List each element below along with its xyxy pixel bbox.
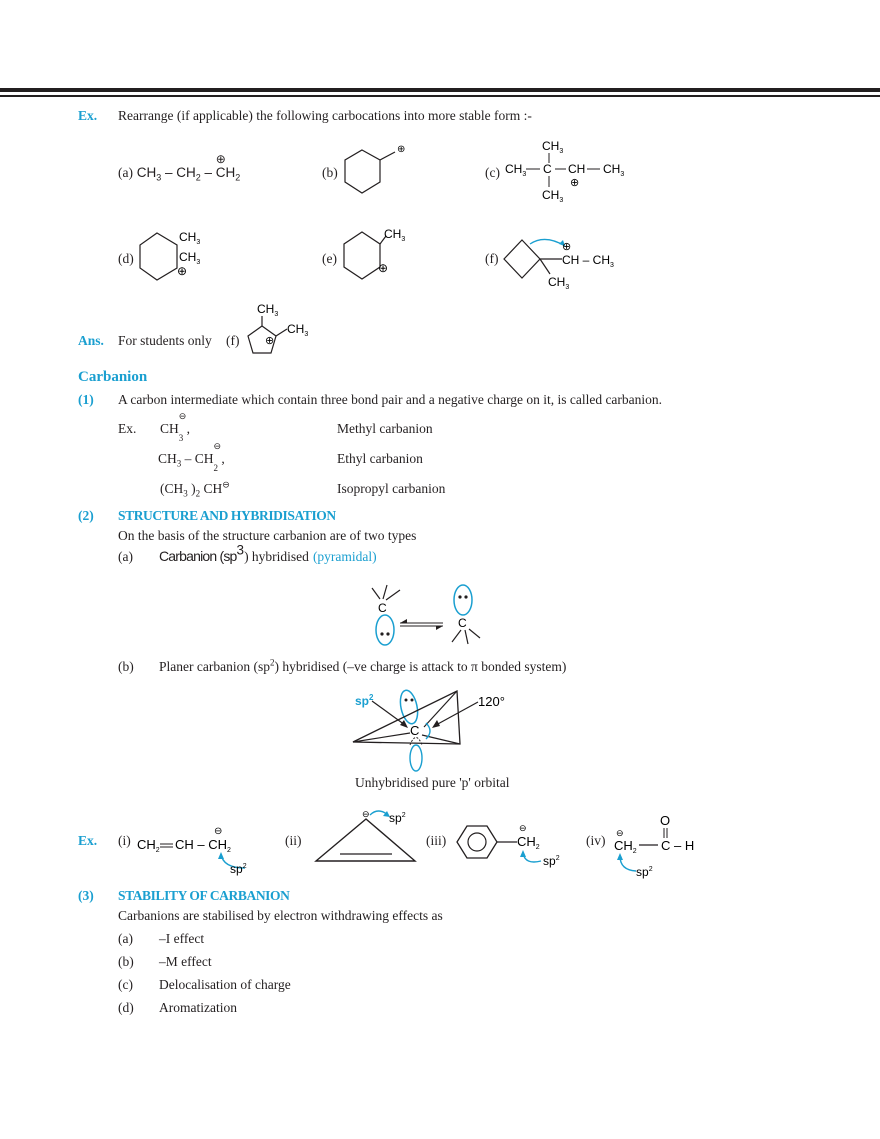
svg-text:sp2: sp2 bbox=[230, 862, 247, 876]
ethyl-formula: CH3 – CH⊖2 , bbox=[158, 441, 225, 473]
isopropyl-formula: (CH3 )2 CH⊖ bbox=[160, 479, 230, 499]
item-a: (a) CH3 – CH2 – CH2⊕ bbox=[118, 152, 241, 183]
svg-text:⊕: ⊕ bbox=[378, 261, 388, 275]
ex2-i-label: (i) bbox=[118, 833, 131, 848]
svg-text:CH3: CH3 bbox=[257, 302, 278, 318]
pyramidal-carbanion-diagram: C C bbox=[371, 584, 481, 646]
benzyl-anion-structure: CH2 ⊖ sp2 bbox=[456, 823, 560, 868]
point2-heading: STRUCTURE AND HYBRIDISATION bbox=[118, 508, 336, 523]
svg-text:⊕: ⊕ bbox=[562, 241, 571, 253]
answer-item-label: (f) bbox=[226, 333, 240, 348]
item-e-label: (e) bbox=[322, 251, 337, 266]
svg-text:CH2: CH2 bbox=[517, 834, 540, 851]
point3-a-text: –I effect bbox=[159, 931, 205, 946]
svg-text:CH3: CH3 bbox=[548, 275, 569, 291]
ex2-iii-label: (iii) bbox=[426, 833, 447, 848]
ex2-ii-label: (ii) bbox=[285, 833, 302, 848]
svg-text:CH – CH3: CH – CH3 bbox=[562, 253, 614, 269]
ex2-iv-label: (iv) bbox=[586, 833, 606, 848]
dimethylcyclopentyl-structure: CH3 CH3 ⊕ bbox=[247, 302, 308, 354]
methyl-name: Methyl carbanion bbox=[337, 421, 433, 436]
point3-b-label: (b) bbox=[118, 954, 134, 969]
point3-d-text: Aromatization bbox=[159, 1000, 237, 1015]
point1-text: A carbon intermediate which contain thre… bbox=[118, 392, 663, 407]
svg-text:CH – CH2: CH – CH2 bbox=[175, 837, 231, 854]
svg-text:C: C bbox=[378, 601, 387, 615]
isopropyl-name: Isopropyl carbanion bbox=[337, 481, 446, 496]
ethyl-name: Ethyl carbanion bbox=[337, 451, 423, 466]
ex-label: Ex. bbox=[78, 108, 98, 123]
svg-text:CH3: CH3 bbox=[179, 230, 200, 246]
point3-d-label: (d) bbox=[118, 1000, 134, 1015]
methyl-formula: CH⊖3 , bbox=[160, 411, 191, 443]
svg-text:⊖: ⊖ bbox=[214, 826, 222, 837]
point3-c-text: Delocalisation of charge bbox=[159, 977, 291, 992]
svg-text:CH3: CH3 bbox=[287, 322, 308, 338]
dimethylcyclohexyl-structure: CH3 CH3 ⊕ bbox=[139, 230, 200, 281]
svg-text:C: C bbox=[410, 723, 419, 738]
svg-text:sp2: sp2 bbox=[636, 865, 653, 879]
enolate-structure: O CH2 ⊖ C – H sp2 bbox=[614, 813, 694, 879]
item-c-label: (c) bbox=[485, 165, 500, 180]
point1-num: (1) bbox=[78, 392, 94, 407]
header-rule-thin bbox=[0, 95, 880, 97]
cyclobutyl-structure: ⊕ CH – CH3 CH3 bbox=[503, 238, 614, 291]
svg-text:⊕: ⊕ bbox=[570, 177, 579, 189]
svg-text:C – H: C – H bbox=[661, 838, 694, 853]
item-b-label: (b) bbox=[322, 165, 338, 180]
section-title-carbanion: Carbanion bbox=[78, 369, 148, 385]
svg-text:⊕: ⊕ bbox=[397, 144, 405, 155]
svg-text:sp2: sp2 bbox=[355, 693, 374, 708]
svg-text:CH2: CH2 bbox=[614, 838, 637, 855]
svg-text:⊖: ⊖ bbox=[362, 809, 370, 819]
p-orbital-caption: Unhybridised pure 'p' orbital bbox=[355, 775, 510, 790]
tert-butyl-structure: CH3 CH3 C CH CH3 ⊕ CH3 bbox=[505, 139, 624, 204]
svg-text:CH3: CH3 bbox=[603, 162, 624, 178]
point3-intro: Carbanions are stabilised by electron wi… bbox=[118, 908, 443, 923]
cyclohexane-structure: ⊕ bbox=[344, 144, 405, 194]
point3-heading: STABILITY OF CARBANION bbox=[118, 888, 290, 903]
svg-text:C: C bbox=[543, 162, 552, 176]
ex2-label: Ex. bbox=[78, 833, 98, 848]
cyclopropenyl-anion-structure: ⊖ sp2 bbox=[314, 809, 417, 862]
point2-a-text: Carbanion (sp3) hybridised (pyramidal) bbox=[159, 542, 377, 564]
svg-text:⊖: ⊖ bbox=[519, 823, 527, 833]
answer-label: Ans. bbox=[78, 333, 104, 348]
point2-a-label: (a) bbox=[118, 549, 133, 564]
svg-text:CH2: CH2 bbox=[137, 837, 160, 854]
point3-a-label: (a) bbox=[118, 931, 133, 946]
answer-text: For students only bbox=[118, 333, 212, 348]
planar-carbanion-diagram: sp2 C 120° bbox=[352, 689, 505, 772]
svg-text:C: C bbox=[458, 616, 467, 630]
svg-text:⊖: ⊖ bbox=[616, 828, 624, 838]
point2-num: (2) bbox=[78, 508, 94, 523]
ex-prompt: Rearrange (if applicable) the following … bbox=[118, 108, 532, 123]
item-f-label: (f) bbox=[485, 251, 499, 266]
point2-b-text: Planer carbanion (sp2) hybridised (–ve c… bbox=[159, 657, 567, 674]
point3-c-label: (c) bbox=[118, 977, 133, 992]
point3-num: (3) bbox=[78, 888, 94, 903]
allyl-anion-structure: CH2 CH – CH2 ⊖ sp2 bbox=[137, 826, 247, 876]
point2-b-label: (b) bbox=[118, 659, 134, 674]
svg-text:O: O bbox=[660, 813, 670, 828]
header-rule-thick bbox=[0, 88, 880, 92]
svg-text:CH3: CH3 bbox=[542, 139, 563, 155]
svg-text:⊕: ⊕ bbox=[265, 335, 274, 347]
svg-text:CH3: CH3 bbox=[179, 250, 200, 266]
svg-text:CH3: CH3 bbox=[384, 227, 405, 243]
svg-text:CH: CH bbox=[568, 162, 585, 176]
svg-text:120°: 120° bbox=[478, 694, 505, 709]
point2-intro: On the basis of the structure carbanion … bbox=[118, 528, 417, 543]
methylcyclohexyl-structure: CH3 ⊕ bbox=[343, 227, 405, 280]
svg-text:sp2: sp2 bbox=[543, 854, 560, 868]
svg-text:CH3: CH3 bbox=[542, 188, 563, 204]
svg-text:sp2: sp2 bbox=[389, 811, 406, 825]
point1-ex-label: Ex. bbox=[118, 421, 137, 436]
item-d-label: (d) bbox=[118, 251, 134, 266]
svg-text:⊕: ⊕ bbox=[177, 264, 187, 278]
svg-text:CH3: CH3 bbox=[505, 162, 526, 178]
point3-b-text: –M effect bbox=[159, 954, 212, 969]
